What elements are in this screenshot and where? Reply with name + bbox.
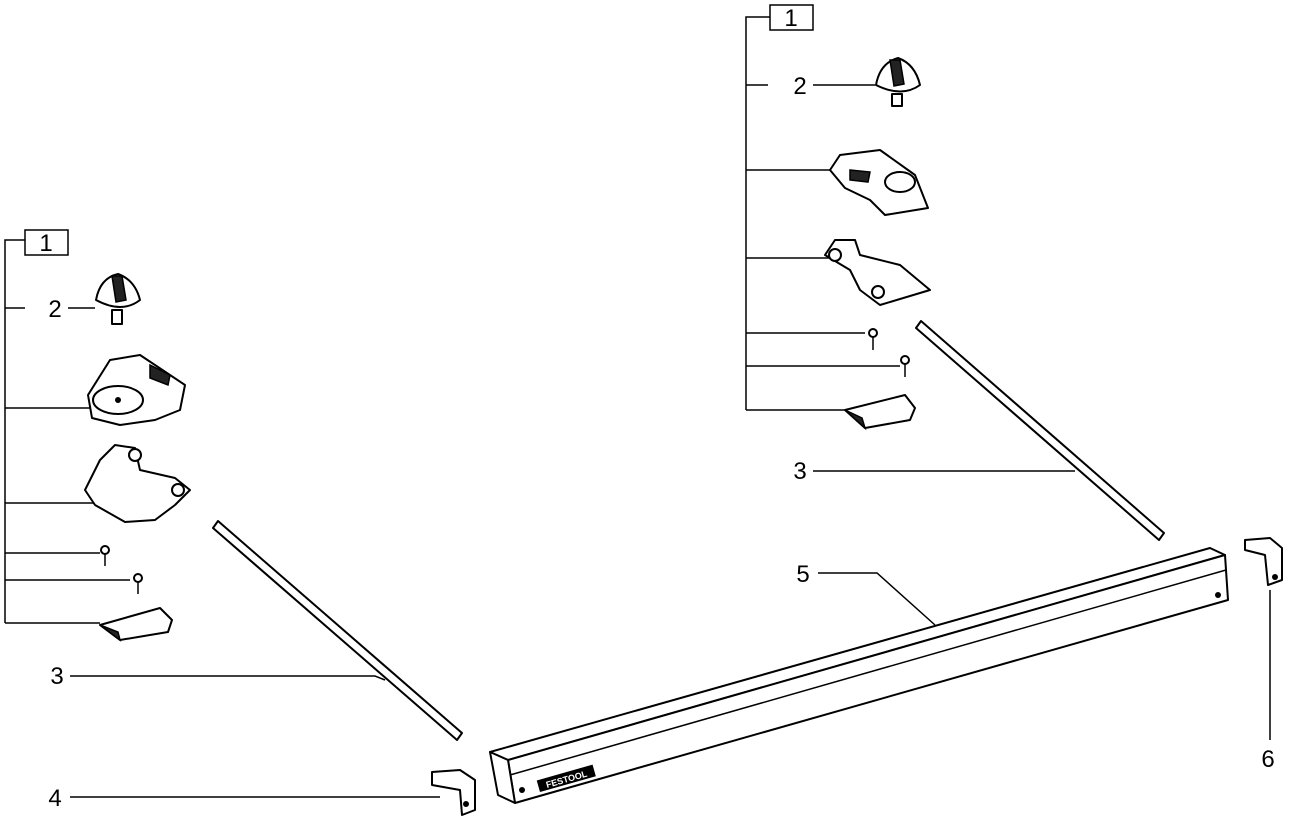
left-group-label: 1: [39, 230, 52, 257]
right-rod: [915, 320, 1165, 541]
knob-part: [95, 273, 141, 325]
leader-line: [818, 572, 936, 626]
end-cap-part: [431, 769, 476, 816]
screw-part: [133, 573, 143, 594]
right-assembly: 1 2 3: [489, 4, 1283, 804]
bracket-part: [84, 444, 191, 523]
right-end-cap-label: 6: [1261, 746, 1274, 773]
screw-part: [868, 328, 878, 350]
rail-label: 5: [796, 561, 809, 588]
left-group-box: [24, 229, 69, 256]
left-assembly: 1 2 3: [4, 229, 476, 816]
screw-part: [900, 355, 910, 377]
left-rod-label: 3: [50, 663, 63, 690]
knob-part: [875, 57, 921, 107]
housing-part: [829, 149, 929, 216]
left-end-cap-label: 4: [48, 785, 61, 812]
left-knob-label: 2: [48, 296, 61, 323]
right-rod-label: 3: [793, 458, 806, 485]
bracket-part: [824, 239, 931, 306]
left-bracket-leaders: [4, 239, 130, 624]
rail-part: FESTOOL: [489, 547, 1229, 804]
right-knob-label: 2: [793, 73, 806, 100]
right-group-label: 1: [784, 5, 797, 32]
screw-part: [100, 545, 110, 566]
leader-line: [70, 675, 386, 681]
clamp-part: [99, 607, 173, 642]
left-rod: [212, 520, 463, 741]
clamp-part: [844, 394, 916, 431]
housing-part: [87, 354, 186, 426]
right-bracket-leaders: [745, 16, 900, 411]
end-cap-part: [1244, 537, 1283, 586]
